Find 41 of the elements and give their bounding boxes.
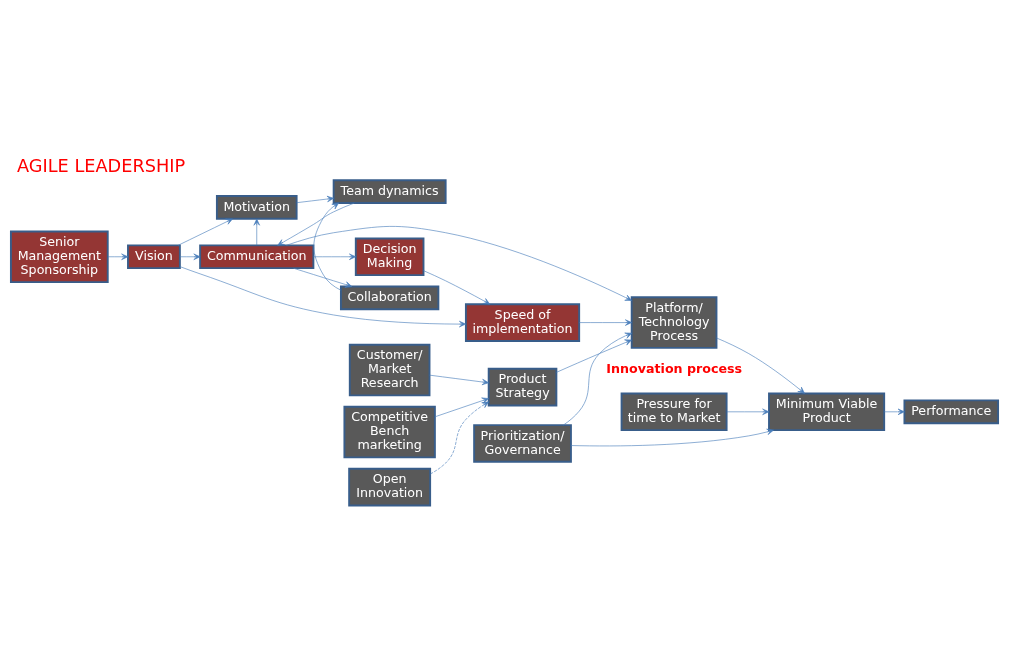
arrow [286, 226, 632, 301]
node-box: Customer/ Market Research [348, 343, 431, 397]
arrow [726, 408, 770, 415]
arrow [556, 339, 632, 373]
arrow [253, 218, 260, 246]
arrow [434, 397, 489, 418]
arrow [579, 319, 632, 326]
node-box: Platform/ Technology Process [630, 296, 718, 349]
node-box: Collaboration [339, 285, 440, 311]
node-box: Product Strategy [487, 367, 558, 407]
arrow [293, 267, 353, 288]
arrow [179, 253, 201, 260]
arrow [716, 337, 805, 394]
arrow [296, 195, 334, 203]
node-box: Decision Making [354, 237, 425, 277]
node-box: Competitive Bench marketing [343, 405, 436, 459]
arrow [429, 374, 489, 386]
arrow [563, 332, 632, 426]
arrow [179, 266, 466, 328]
label: Innovation process [606, 361, 743, 377]
node-box: Motivation [215, 195, 298, 220]
node-box: Open Innovation [348, 467, 432, 507]
node-box: Speed of implementation [464, 303, 581, 342]
arrow [107, 253, 129, 260]
node-box: Senior Management Sponsorship [9, 230, 109, 284]
node-box: Prioritization/ Governance [473, 424, 572, 463]
node-box: Pressure for time to Market [620, 392, 728, 432]
arrow [313, 202, 342, 291]
node-box: Minimum Viable Product [768, 392, 886, 432]
arrow [423, 270, 491, 305]
node-box: Performance [903, 399, 1000, 425]
arrow [570, 428, 774, 447]
node-box: Vision [127, 244, 181, 270]
node-box: Communication [199, 244, 315, 270]
diagram-title: AGILE LEADERSHIP [17, 156, 186, 177]
node-box: Team dynamics [332, 179, 447, 204]
arrow [313, 253, 357, 260]
arrow [277, 202, 355, 246]
arrow [177, 218, 233, 246]
arrow [430, 401, 489, 475]
arrow [883, 408, 905, 415]
